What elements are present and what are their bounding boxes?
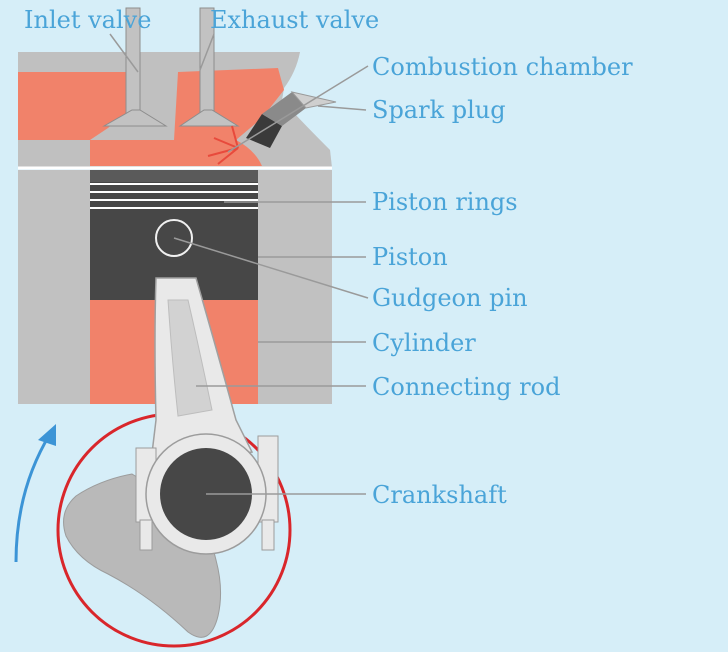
inlet-valve	[102, 7, 168, 127]
leader-lines	[109, 33, 369, 495]
gudgeon-pin	[155, 219, 193, 257]
crankshaft-label: Crankshaft	[372, 481, 507, 509]
inlet-valve-leader	[109, 33, 139, 73]
spark-plug-leader	[317, 105, 367, 111]
cylinder	[18, 170, 332, 404]
exhaust-valve-label: Exhaust valve	[210, 6, 379, 34]
piston-rings	[90, 183, 258, 209]
piston-label: Piston	[372, 243, 448, 271]
combustion-chamber-leader	[227, 65, 369, 153]
inlet-port	[18, 72, 132, 140]
connecting-rod	[149, 277, 254, 471]
exhaust-valve	[178, 7, 240, 127]
connecting-rod-label: Connecting rod	[372, 373, 560, 401]
inlet-valve-label: Inlet valve	[24, 6, 151, 34]
spark-plug-label: Spark plug	[372, 96, 506, 124]
combustion-chamber	[90, 140, 262, 166]
spark-plug	[246, 91, 337, 148]
exhaust-valve-leader	[199, 33, 215, 71]
cylinder-label: Cylinder	[372, 329, 476, 357]
gudgeon-pin-leader	[173, 237, 369, 299]
gudgeon-pin-label: Gudgeon pin	[372, 284, 528, 312]
rotation-arrow	[14, 424, 56, 563]
piston-rings-label: Piston rings	[372, 188, 518, 216]
labels: Inlet valve Exhaust valve Combustion cha…	[24, 6, 633, 509]
combustion-chamber-label: Combustion chamber	[372, 53, 633, 81]
